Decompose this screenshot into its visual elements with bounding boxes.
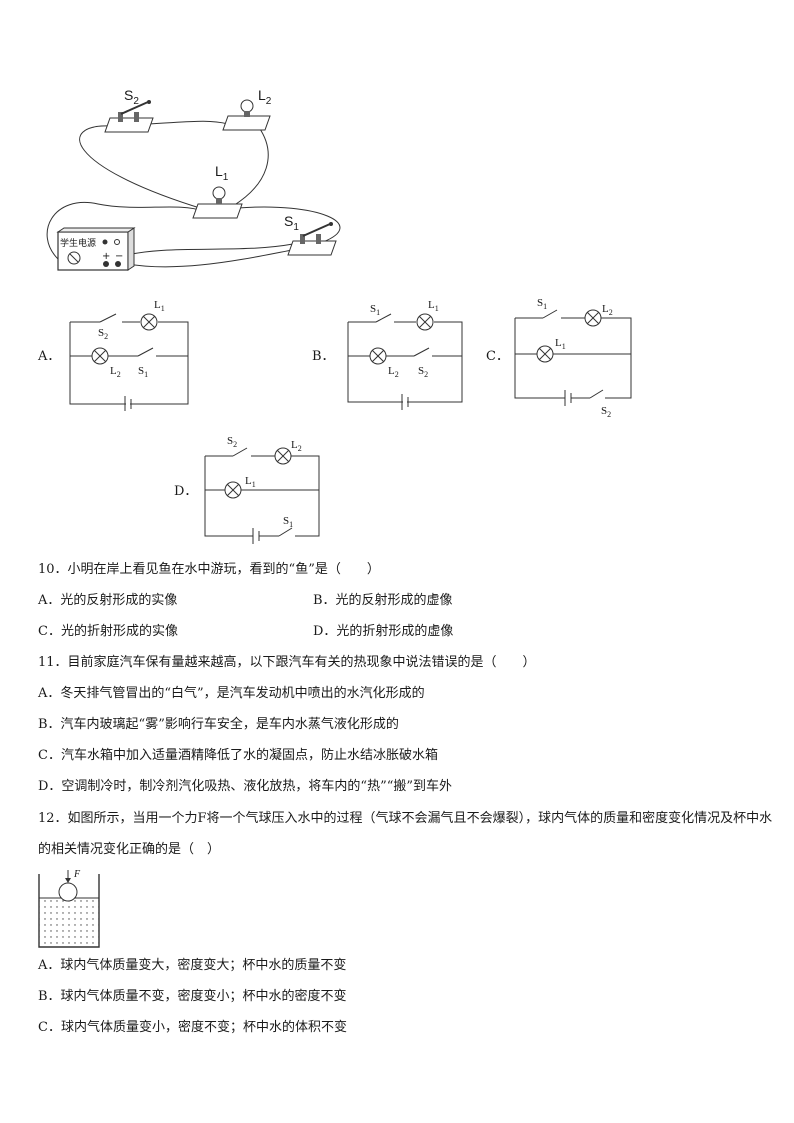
circuit-wiring-figure: S2 L2 L1 S1 学生电源 + − (46, 87, 341, 271)
question-10-stem: 10．小明在岸上看见鱼在水中游玩，看到的“鱼”是（ ） (38, 562, 380, 577)
q10-option-a: A．光的反射形成的实像 (38, 593, 178, 608)
option-b-letter: B． (312, 349, 335, 364)
label-s-bot: S1 (283, 515, 293, 529)
label-l-mid: L2 (388, 365, 399, 379)
wire (122, 243, 294, 257)
q12-option-a: A．球内气体质量变大，密度变大；杯中水的质量不变 (38, 958, 347, 973)
bulb-l2 (222, 99, 271, 131)
wire (117, 247, 304, 268)
label-s-top: S1 (537, 297, 547, 311)
q10-option-c: C．光的折射形成的实像 (38, 624, 178, 639)
label-l-mid: L1 (245, 475, 256, 489)
water-region (39, 898, 99, 946)
power-supply-label: 学生电源 (60, 237, 96, 249)
q12-option-b: B．球内气体质量不变，密度变小；杯中水的密度不变 (38, 989, 347, 1004)
switch-s2 (104, 100, 154, 133)
balloon (58, 882, 78, 902)
label-l-top: L1 (154, 299, 165, 313)
q10-option-b: B．光的反射形成的虚像 (313, 593, 453, 608)
circuit-option-b: S1 L1 L2 S2 (347, 299, 463, 410)
circuit-option-a: S2 L1 L2 S1 (69, 299, 189, 411)
label-s-top: S1 (370, 303, 380, 317)
q11-option-b: B．汽车内玻璃起“雾”影响行车安全，是车内水蒸气液化形成的 (38, 717, 399, 732)
wire (147, 120, 229, 125)
power-supply (56, 227, 136, 271)
label-s-mid: S2 (418, 365, 428, 379)
circuit-option-c: S1 L2 L1 S2 (514, 297, 632, 419)
label-l-top: L1 (428, 299, 439, 313)
label-s-bot: S2 (601, 405, 611, 419)
q11-option-d: D．空调制冷时，制冷剂汽化吸热、液化放热，将车内的“热”“搬”到车外 (38, 779, 453, 794)
option-a-letter: A． (38, 349, 61, 364)
minus-sign: − (115, 251, 123, 262)
q11-option-a: A．冬天排气管冒出的“白气”，是汽车发动机中喷出的水汽化形成的 (38, 686, 425, 701)
wire (232, 125, 269, 207)
switch-s1 (287, 222, 337, 256)
label-l-top: L2 (291, 439, 302, 453)
option-d-letter: D． (174, 484, 198, 499)
wire (79, 125, 204, 210)
label-s1: S1 (284, 213, 299, 233)
label-s2: S2 (124, 87, 139, 107)
question-12-stem: 12．如图所示，当用一个力F将一个气球压入水中的过程（气球不会漏气且不会爆裂），… (38, 811, 773, 857)
force-label: F (73, 869, 81, 880)
bulb-l1 (192, 186, 243, 219)
q12-option-c: C．球内气体质量变小，密度不变；杯中水的体积不变 (38, 1020, 347, 1035)
wire (46, 202, 204, 260)
label-s-top: S2 (98, 327, 108, 341)
label-l1: L1 (215, 163, 229, 183)
label-s-top: S2 (227, 435, 237, 449)
circuit-option-d: S2 L2 L1 S1 (204, 435, 320, 544)
label-l-mid: L2 (110, 365, 121, 379)
label-s-mid: S1 (138, 365, 148, 379)
q10-option-d: D．光的折射形成的虚像 (313, 624, 454, 639)
plus-sign: + (102, 251, 110, 262)
balloon-in-water-figure: F (38, 869, 100, 948)
q11-option-c: C．汽车水箱中加入适量酒精降低了水的凝固点，防止水结冰胀破水箱 (38, 748, 438, 763)
wire (237, 206, 341, 243)
question-11-stem: 11．目前家庭汽车保有量越来越高，以下跟汽车有关的热现象中说法错误的是（ ） (38, 655, 536, 670)
label-l2: L2 (258, 87, 272, 107)
label-l-top: L2 (602, 303, 613, 317)
cup (38, 874, 100, 948)
option-c-letter: C． (486, 349, 509, 364)
label-l-mid: L1 (555, 337, 566, 351)
